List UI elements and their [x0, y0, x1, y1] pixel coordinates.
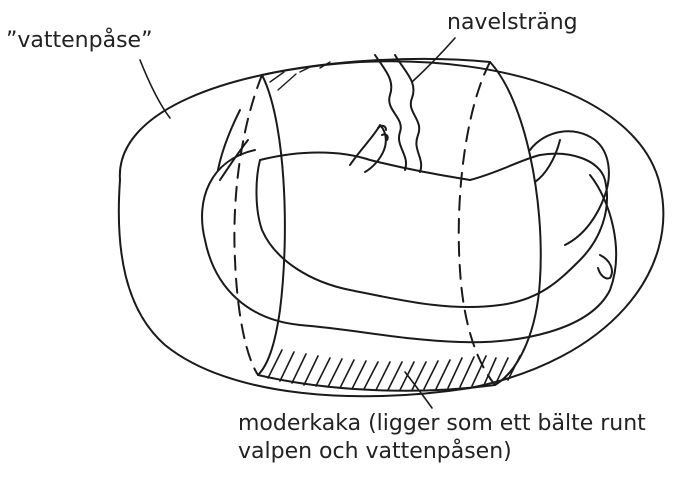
placenta-belt-left-front — [258, 75, 285, 375]
puppy-back-leg — [218, 110, 248, 180]
puppy-body — [256, 153, 607, 308]
placenta-label-line-1: moderkaka (ligger som ett bälte runt — [238, 411, 646, 436]
placenta-belt-right-edge — [459, 62, 495, 385]
umbilical-cord-label: navelsträng — [447, 10, 578, 35]
placenta-label-line-2: valpen och vattenpåsen) — [238, 439, 512, 464]
puppy-ear — [535, 140, 560, 182]
amniotic-sac-outline — [119, 61, 664, 396]
inner-sac-outline — [202, 150, 616, 342]
puppy-front-paw — [350, 125, 386, 172]
puppy-nose — [598, 255, 612, 278]
puppy-head — [530, 131, 609, 245]
amniotic-sac-label: ”vattenpåse” — [6, 28, 152, 53]
placenta-belt-left-edge — [234, 75, 262, 375]
